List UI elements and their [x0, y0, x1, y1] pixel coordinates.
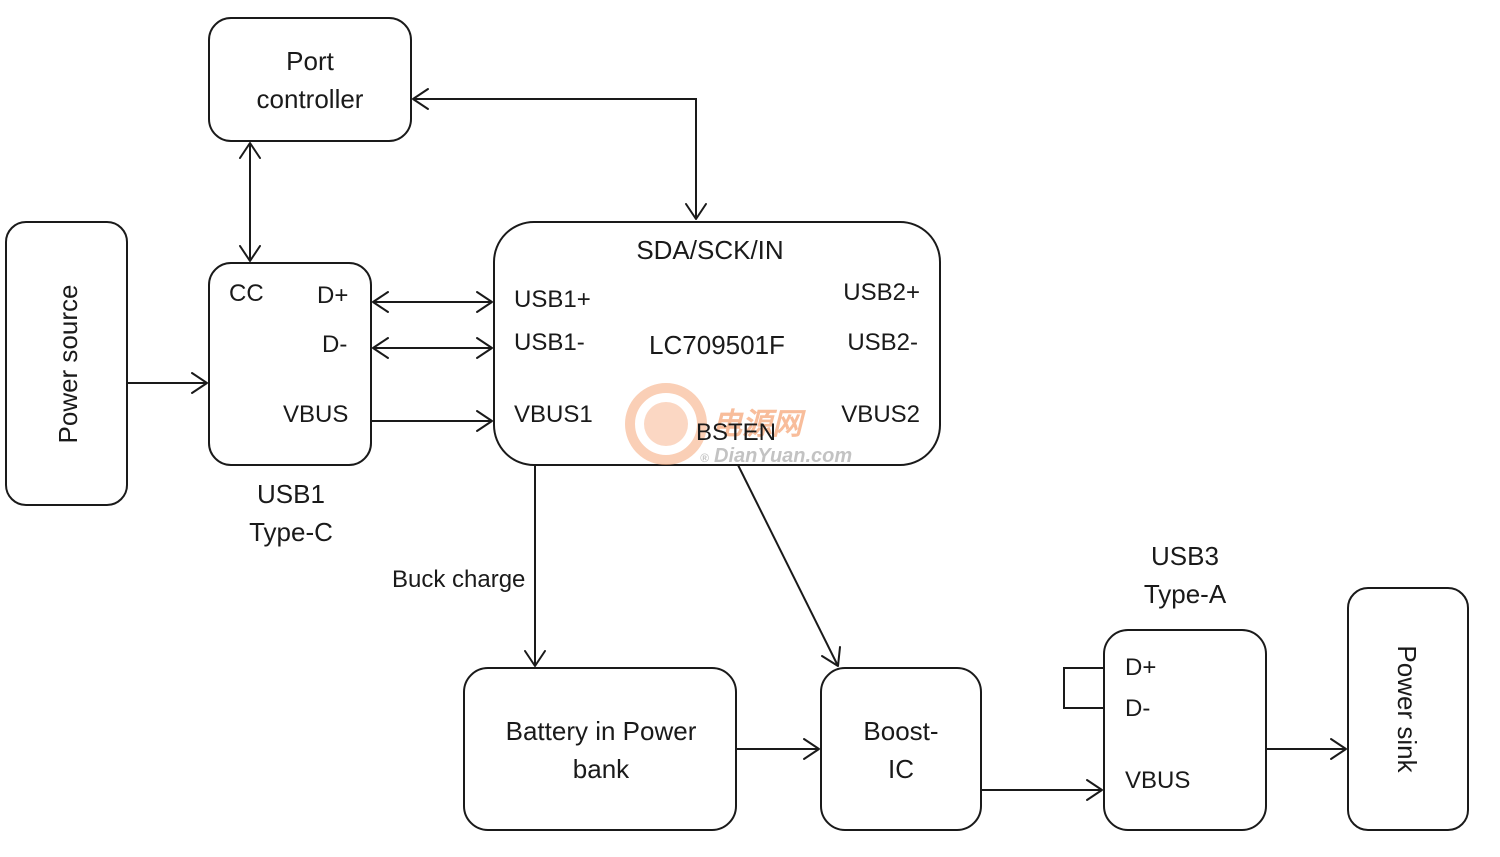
usb1-vbus-label: VBUS [283, 401, 348, 428]
chip-vbus1-label: VBUS1 [514, 401, 593, 428]
usb3-dplus-label: D+ [1125, 654, 1156, 681]
watermark-registered: ® [700, 451, 709, 465]
usb3-vbus-label: VBUS [1125, 767, 1190, 794]
power-source-box [5, 221, 128, 506]
port-controller-chip-link [412, 88, 707, 220]
watermark-url: DianYuan.com [714, 445, 852, 467]
chip-top-pins-label: SDA/SCK/IN [636, 235, 783, 265]
chip-name-label: LC709501F [649, 330, 785, 360]
usb3-caption-line2: Type-A [1144, 579, 1227, 609]
bsten-boost-arrow [737, 464, 841, 667]
usb1-caption-line1: USB1 [257, 479, 325, 509]
chip-usb2minus-label: USB2- [847, 329, 918, 356]
boost-ic-box [820, 667, 982, 831]
usb1-cc-label: CC [229, 280, 264, 307]
boost-label-line1: Boost- [863, 716, 938, 746]
usb1-caption-line2: Type-C [249, 517, 333, 547]
usb1-dplus-label: D+ [317, 282, 348, 309]
watermark-logo-ring [625, 383, 707, 465]
dminus-usb1minus-link [372, 337, 493, 359]
cc-port-controller-link [239, 142, 261, 262]
usb1-dminus-label: D- [322, 331, 347, 358]
buck-charge-label: Buck charge [392, 566, 525, 593]
chip-bsten-label: BSTEN [696, 419, 776, 446]
usb3-data-short-loop [1063, 667, 1104, 709]
usb3-dminus-label: D- [1125, 695, 1150, 722]
chip-box [493, 221, 941, 466]
port-controller-box [208, 17, 412, 142]
battery-label-line2: bank [573, 754, 630, 784]
power-source-arrow [127, 372, 208, 394]
port-controller-label-line2: controller [257, 84, 364, 114]
chip-usb1minus-label: USB1- [514, 329, 585, 356]
usb3-sink-arrow [1266, 738, 1347, 760]
usb3-box [1103, 629, 1267, 831]
buck-charge-arrow [524, 465, 546, 667]
watermark-brand: 电源网 [712, 408, 806, 441]
battery-box [463, 667, 737, 831]
port-controller-label-line1: Port [286, 46, 334, 76]
power-sink-box [1347, 587, 1469, 831]
boost-usb3-arrow [981, 779, 1103, 801]
power-sink-label: Power sink [1392, 645, 1422, 773]
usb1-box [208, 262, 372, 466]
battery-label-line1: Battery in Power [506, 716, 697, 746]
vbus-vbus1-arrow [371, 410, 493, 432]
boost-label-line2: IC [888, 754, 914, 784]
power-source-label: Power source [53, 285, 83, 444]
chip-usb2plus-label: USB2+ [843, 279, 920, 306]
chip-vbus2-label: VBUS2 [841, 401, 920, 428]
watermark-logo-plug-icon [644, 402, 688, 446]
battery-boost-arrow [736, 738, 820, 760]
chip-usb1plus-label: USB1+ [514, 286, 591, 313]
watermark: 电源网 ® DianYuan.com [625, 383, 852, 467]
dplus-usb1plus-link [372, 291, 493, 313]
usb3-caption-line1: USB3 [1151, 541, 1219, 571]
